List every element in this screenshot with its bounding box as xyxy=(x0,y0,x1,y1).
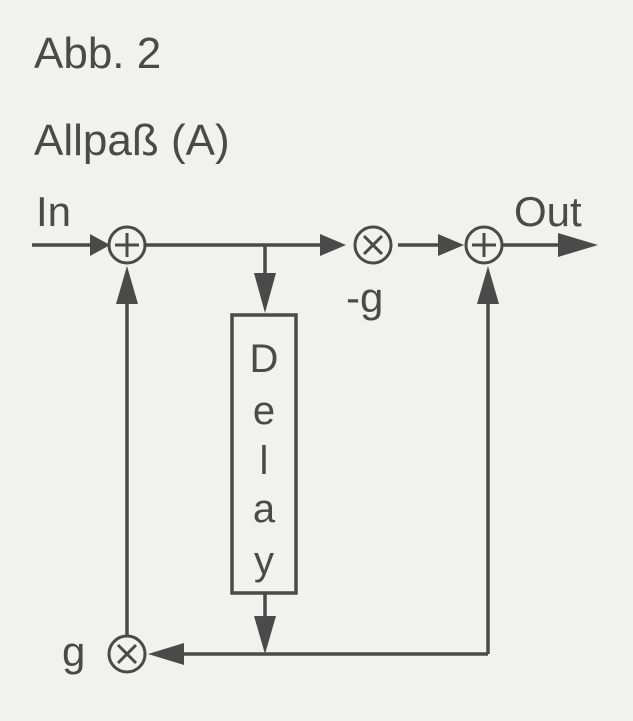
forward-arrowhead-a xyxy=(320,234,346,256)
delay-letter-a: a xyxy=(253,487,276,531)
forward-arrowhead-b xyxy=(438,234,464,256)
delay-letter-l: l xyxy=(260,439,269,483)
figure-label: Abb. 2 xyxy=(34,29,161,78)
delay-letter-e: e xyxy=(253,389,275,433)
feedback-multiplier-arrowhead xyxy=(148,643,184,665)
feedback-gain-label: g xyxy=(62,628,85,675)
delay-input-arrowhead xyxy=(254,273,276,313)
delay-block xyxy=(230,313,298,595)
output-adder-arrowhead xyxy=(477,266,499,304)
delay-letter-y: y xyxy=(254,539,274,583)
input-adder-arrowhead xyxy=(116,266,138,304)
forward-gain-label: -g xyxy=(346,274,383,321)
output-arrowhead xyxy=(558,233,598,257)
input-arrowhead xyxy=(90,234,110,256)
forward-multiplier-cross-b xyxy=(362,234,384,256)
input-label: In xyxy=(36,188,71,235)
delay-output-arrowhead xyxy=(254,616,276,654)
delay-letter-d: D xyxy=(250,337,279,381)
figure-title: Allpaß (A) xyxy=(34,116,230,165)
feedback-multiplier-cross-b xyxy=(116,643,138,665)
output-label: Out xyxy=(514,188,582,235)
